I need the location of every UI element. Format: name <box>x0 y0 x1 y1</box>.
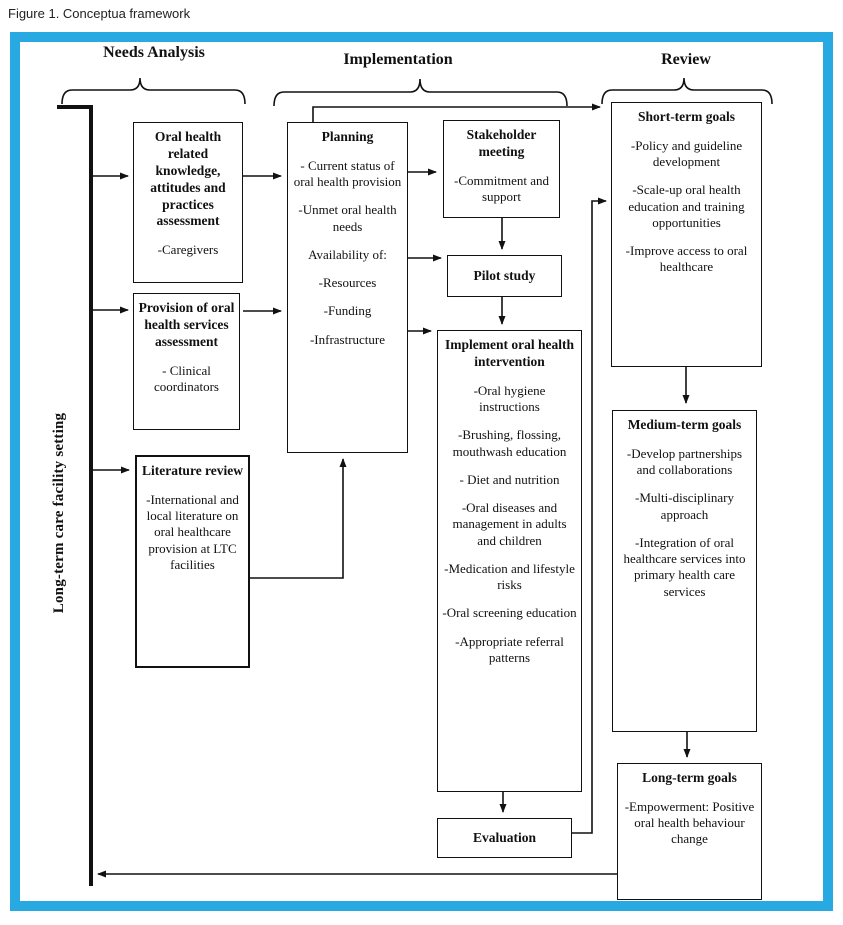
box-item: -Infrastructure <box>309 331 386 347</box>
arrow-literature-to-planning <box>250 458 347 579</box>
box-literature-review: Literature review -International and loc… <box>135 455 250 668</box>
box-item: -Unmet oral health needs <box>298 202 397 234</box>
box-item: - Clinical coordinators <box>154 362 219 394</box>
section-header-review: Review <box>661 51 711 68</box>
box-provision-of-services-assessment: Provision of oral health services assess… <box>133 293 240 430</box>
box-title: Stakeholder meeting <box>466 127 537 159</box>
figure-caption: Figure 1. Conceptua framework <box>8 6 191 21</box>
box-item: -Medication and lifestyle risks <box>444 560 575 592</box>
box-item: -Brushing, flossing, mouthwash education <box>452 427 567 459</box>
box-item: -Integration of oral healthcare services… <box>623 534 746 599</box>
box-item: -Oral hygiene instructions <box>473 382 546 414</box>
box-item: - Diet and nutrition <box>459 471 560 487</box>
box-item: -Caregivers <box>157 242 219 258</box>
box-long-term-goals: Long-term goals -Empowerment: Positive o… <box>617 763 762 900</box>
box-item: -Resources <box>318 275 377 291</box>
box-title: Implement oral health intervention <box>445 337 574 369</box>
box-title: Oral health related knowledge, attitudes… <box>150 129 226 229</box>
box-title: Literature review <box>141 463 244 478</box>
box-item: -International and local literature on o… <box>146 491 239 572</box>
box-short-term-goals: Short-term goals -Policy and guideline d… <box>611 102 762 367</box>
box-implement-oral-health-intervention: Implement oral health intervention -Oral… <box>437 330 582 792</box>
box-item: -Funding <box>323 303 372 319</box>
box-item: -Improve access to oral healthcare <box>625 243 748 275</box>
box-medium-term-goals: Medium-term goals -Develop partnerships … <box>612 410 757 732</box>
box-pilot-study: Pilot study <box>447 255 562 297</box>
box-title: Medium-term goals <box>627 417 742 432</box>
box-item: Availability of: <box>308 246 387 262</box>
box-title: Evaluation <box>472 829 537 845</box>
box-planning: Planning - Current status of oral health… <box>287 122 408 453</box>
side-label-ltc-setting: Long-term care facility setting <box>51 412 67 614</box>
box-stakeholder-meeting: Stakeholder meeting -Commitment and supp… <box>443 120 560 218</box>
section-header-needs-analysis: Needs Analysis <box>103 44 205 61</box>
box-item: - Current status of oral health provisio… <box>293 157 402 190</box>
box-item: -Multi-disciplinary approach <box>635 490 734 522</box>
box-item: -Empowerment: Positive oral health behav… <box>624 798 755 847</box>
box-item: -Oral diseases and management in adults … <box>452 500 567 548</box>
box-oral-health-knowledge-assessment: Oral health related knowledge, attitudes… <box>133 122 243 283</box>
brace-needs-analysis <box>61 77 246 105</box>
box-item: -Scale-up oral health education and trai… <box>628 182 745 230</box>
box-title: Planning <box>321 129 374 144</box>
box-title: Short-term goals <box>637 109 736 124</box>
box-title: Provision of oral health services assess… <box>138 300 235 349</box>
box-title: Pilot study <box>473 267 536 283</box>
box-title: Long-term goals <box>642 770 737 785</box>
box-item: -Appropriate referral patterns <box>455 633 564 665</box>
box-item: -Policy and guideline development <box>630 137 743 170</box>
box-evaluation: Evaluation <box>437 818 572 858</box>
box-item: -Oral screening education <box>442 605 577 621</box>
section-header-implementation: Implementation <box>343 51 453 68</box>
box-item: -Develop partnerships and collaborations <box>626 445 743 478</box>
brace-implementation <box>273 78 568 107</box>
box-item: -Commitment and support <box>454 172 549 204</box>
brace-review <box>601 77 773 105</box>
